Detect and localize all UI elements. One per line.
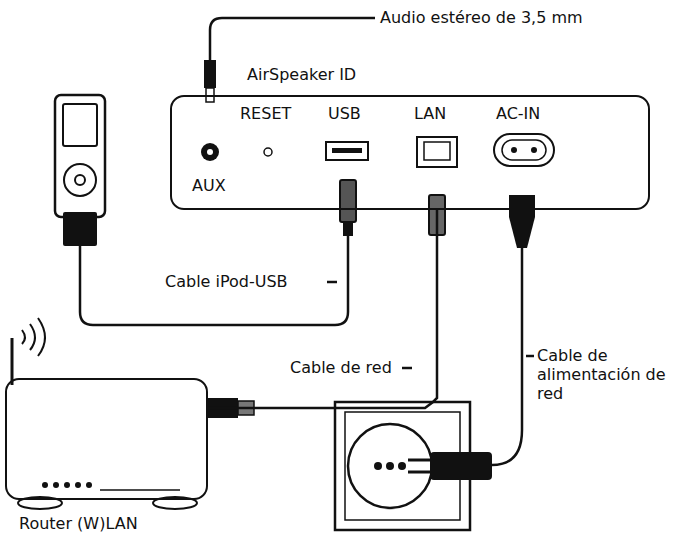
node-heading: AirSpeaker ID (247, 65, 356, 84)
cable-label: Cable de alimentación de red (537, 346, 693, 404)
ports (201, 134, 554, 167)
cable-label: Audio estéreo de 3,5 mm (380, 8, 583, 27)
port-label: AC-IN (496, 104, 540, 123)
network-cable (208, 210, 437, 408)
leader-tick (327, 281, 337, 284)
port-label: AUX (192, 176, 226, 195)
leader-tick (526, 355, 534, 358)
port-label: LAN (414, 104, 446, 123)
port-label: USB (328, 104, 361, 123)
ipod-usb-cable (80, 235, 348, 325)
leader-tick (402, 367, 412, 370)
ipod (55, 95, 105, 246)
wall-socket (335, 402, 492, 530)
node-heading: Router (W)LAN (19, 514, 138, 533)
edge-label: Cable de red (290, 358, 392, 377)
power-cable (492, 245, 522, 465)
cable-label: Cable iPod-USB (165, 272, 288, 291)
router-details (12, 318, 254, 509)
audio-cable (210, 18, 375, 62)
port-label: RESET (240, 104, 291, 123)
router-box: Router (W)LAN (5, 378, 208, 500)
